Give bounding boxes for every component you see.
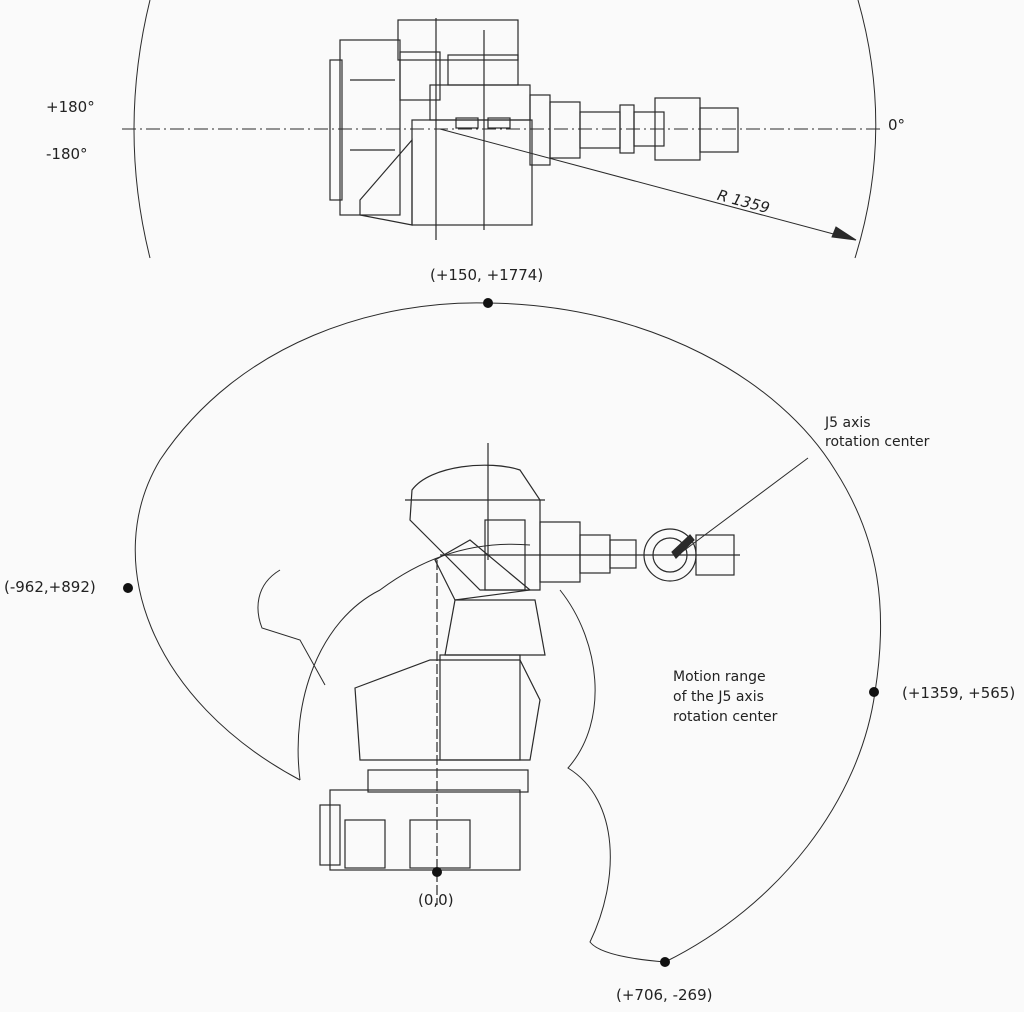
point-bottom-label: (+706, -269): [616, 986, 713, 1004]
point-top-label: (+150, +1774): [430, 266, 544, 284]
top-view: [122, 0, 880, 259]
angle-plus-180-label: +180°: [46, 98, 95, 116]
radius-dimension-line: [439, 128, 857, 241]
motion-range-label-line2: of the J5 axis: [673, 689, 764, 705]
point-right-marker: [869, 687, 879, 697]
point-bottom-marker: [660, 957, 670, 967]
point-left-label: (-962,+892): [4, 578, 96, 596]
point-origin-label: (0,0): [418, 891, 454, 909]
point-left-marker: [123, 583, 133, 593]
side-view: [134, 302, 882, 963]
robot-plan-view: [329, 18, 739, 240]
point-right-label: (+1359, +565): [902, 684, 1016, 702]
motion-range-bottom-lobe: [559, 589, 666, 963]
motion-range-label-line1: Motion range: [673, 669, 766, 685]
motion-range-inner-hook: [257, 569, 326, 686]
radius-arrow-icon: [831, 226, 857, 241]
j5-leader-line: [681, 457, 809, 553]
robot-side-view: [319, 443, 740, 905]
angle-minus-180-label: -180°: [46, 145, 88, 163]
point-top-marker: [483, 298, 493, 308]
motion-range-label-line3: rotation center: [673, 709, 778, 725]
j5-axis-label-line2: rotation center: [825, 434, 930, 450]
key-points: [123, 298, 879, 967]
angle-zero-label: 0°: [888, 116, 906, 134]
motion-range-outer-arc: [134, 302, 882, 963]
j5-axis-label-line1: J5 axis: [825, 415, 871, 431]
point-origin-marker: [432, 867, 442, 877]
motion-range-inner-arc: [297, 543, 531, 781]
